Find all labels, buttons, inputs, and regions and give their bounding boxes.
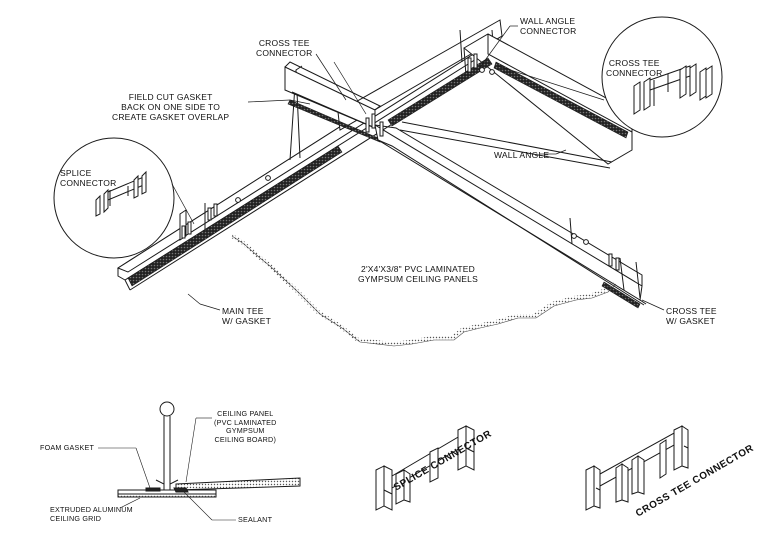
label-wall-angle: WALL ANGLE — [494, 150, 550, 160]
cross-tee-detail-circle — [497, 16, 723, 138]
label-cross-tee-connector-detail: CROSS TEE CONNECTOR — [606, 58, 663, 78]
cross-tee-upper-gasket — [287, 99, 381, 143]
label-cross-tee-gasket: CROSS TEE w/ GASKET — [666, 306, 717, 326]
label-sealant: SEALANT — [238, 515, 273, 524]
label-main-tee: MAIN TEE w/ GASKET — [222, 306, 272, 326]
wall-angle — [399, 33, 633, 165]
splice-connector-iso — [375, 425, 475, 511]
label-field-cut-gasket: FIELD CUT GASKET BACK ON ONE SIDE TO CRE… — [112, 92, 230, 122]
label-wall-angle-connector: WALL ANGLE CONNECTOR — [520, 16, 577, 36]
leader-lines — [187, 25, 665, 311]
wall-angle-gasket-2 — [493, 61, 629, 139]
splice-detail-circle — [53, 137, 195, 259]
cross-tee-connector-iso — [585, 425, 689, 511]
ceiling-panel-cut-line — [231, 235, 617, 347]
wall-angle-gasket-1 — [387, 57, 493, 127]
label-splice-connector-detail: SPLICE CONNECTOR — [60, 168, 117, 188]
main-tee-gasket — [127, 145, 343, 287]
label-ceiling-panels: 2'X4'X3/8" PVC LAMINATED GYMPSUM CEILING… — [358, 264, 478, 284]
section-detail — [98, 401, 301, 521]
label-ceiling-panel-section: CEILING PANEL (PVC LAMINATED GYMPSUM CEI… — [214, 409, 277, 444]
ceiling-panel-edge — [230, 234, 616, 347]
label-cross-tee-connector-top: CROSS TEE CONNECTOR — [256, 38, 313, 58]
label-extruded-grid: EXTRUDED ALUMINUM CEILING GRID — [50, 505, 133, 523]
label-foam-gasket: FOAM GASKET — [40, 443, 95, 452]
splice-slots — [181, 203, 218, 239]
cross-tee-lower — [374, 123, 647, 306]
